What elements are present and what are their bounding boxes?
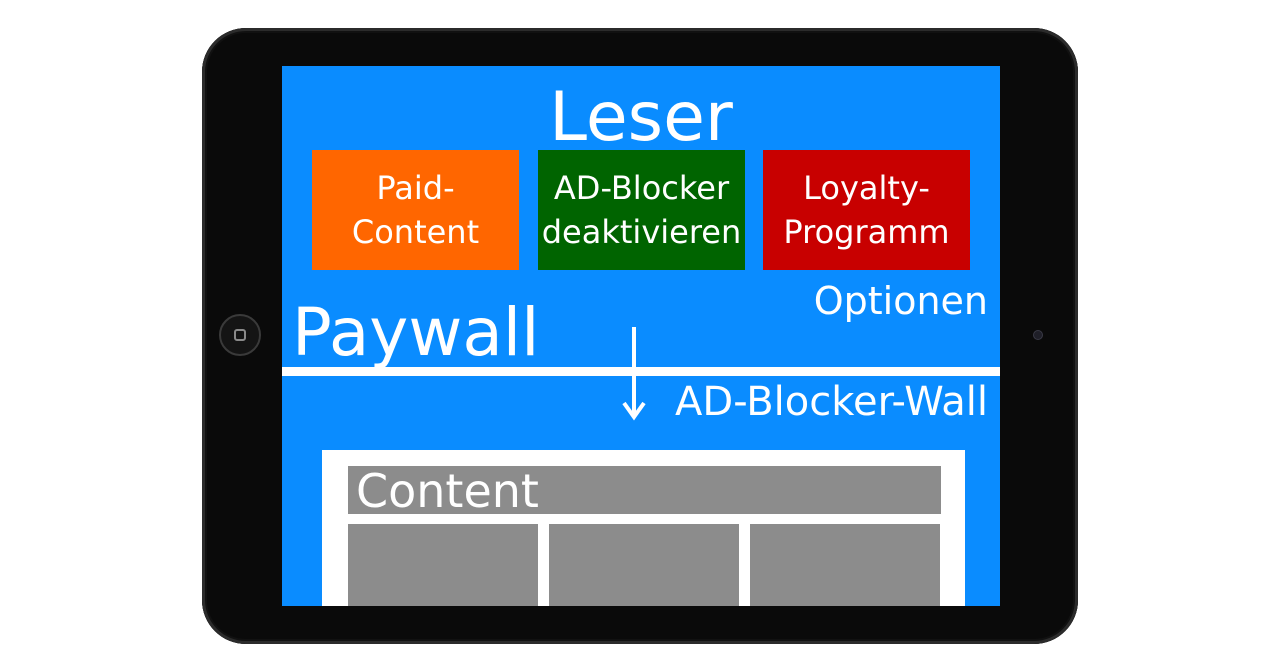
option-box-line: Programm (783, 213, 950, 251)
paywall-label: Paywall (292, 294, 540, 371)
diagram-title: Leser (549, 78, 733, 157)
content-header-bar: Content (348, 466, 941, 514)
option-box-adblocker: AD-Blocker deaktivieren (538, 150, 745, 270)
content-column (348, 524, 538, 606)
content-column (750, 524, 940, 606)
arrow-down-icon (622, 327, 646, 421)
option-box-line: AD-Blocker (553, 169, 730, 207)
option-box-line: Content (351, 213, 480, 251)
paywall-divider-line (282, 367, 1000, 376)
tablet-screen: Leser Paid- Content AD-Blocker deaktivie… (282, 66, 1000, 606)
home-button-icon (219, 314, 261, 356)
content-column (549, 524, 739, 606)
option-box-line: deaktivieren (541, 213, 742, 251)
option-box-line: Loyalty- (803, 169, 930, 207)
content-panel: Content (322, 450, 965, 606)
content-label: Content (356, 464, 539, 518)
option-box-loyalty: Loyalty- Programm (763, 150, 970, 270)
options-label: Optionen (813, 279, 988, 323)
option-box-line: Paid- (376, 169, 455, 207)
option-box-paid-content: Paid- Content (312, 150, 519, 270)
adblocker-wall-label: AD-Blocker-Wall (675, 379, 988, 425)
camera-icon (1033, 330, 1043, 340)
